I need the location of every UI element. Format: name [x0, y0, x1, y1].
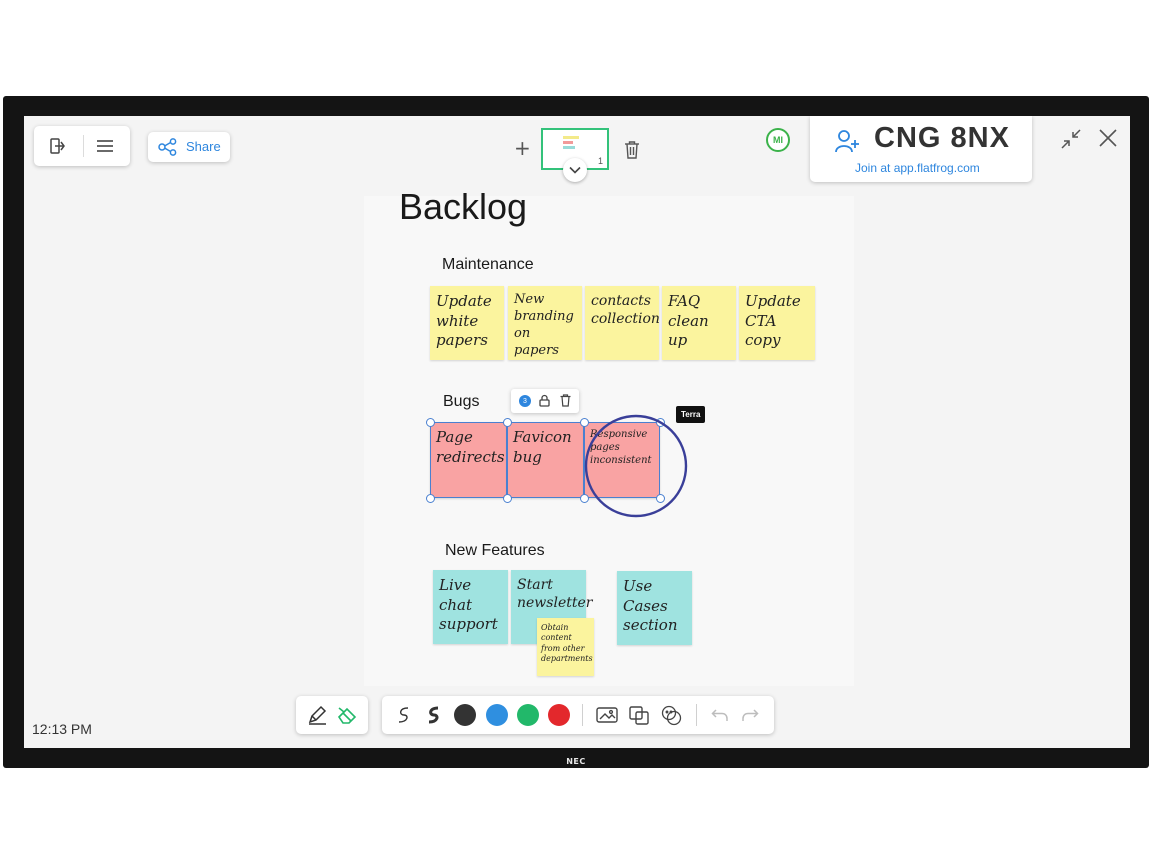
selection-divider	[583, 422, 585, 498]
tool-mode-toolbar	[296, 696, 368, 734]
color-blue[interactable]	[486, 704, 508, 726]
note-new-branding[interactable]: New branding on papers	[508, 286, 582, 360]
whiteboard-screen[interactable]: Share + 1 MI CNG 8NX Join at app.flatfro…	[24, 116, 1130, 748]
note-use-cases-section[interactable]: Use Cases section	[617, 571, 692, 645]
redo-button[interactable]	[738, 703, 762, 727]
share-button[interactable]: Share	[148, 132, 230, 162]
insert-image-button[interactable]	[594, 703, 620, 727]
sticker-icon	[661, 705, 682, 726]
drawing-toolbar	[382, 696, 774, 734]
exit-button[interactable]	[44, 134, 70, 158]
selection-handle[interactable]	[580, 494, 589, 503]
selection-outline	[430, 422, 660, 498]
board-title[interactable]: Backlog	[399, 186, 528, 227]
thick-stroke-icon	[428, 706, 439, 724]
selection-divider	[506, 422, 508, 498]
remote-cursor-label: Terra	[676, 406, 706, 423]
top-left-toolbar	[34, 126, 130, 166]
selection-handle[interactable]	[580, 418, 589, 427]
section-bugs[interactable]: Bugs	[443, 393, 480, 410]
note-contacts-collection[interactable]: contacts collection	[585, 286, 660, 360]
add-user-icon	[835, 130, 859, 153]
delete-page-button[interactable]	[622, 139, 642, 161]
selection-handle[interactable]	[503, 418, 512, 427]
note-faq-clean-up[interactable]: FAQ clean up	[662, 286, 736, 360]
selection-handle[interactable]	[426, 418, 435, 427]
note-live-chat-support[interactable]: Live chat support	[433, 570, 508, 644]
toolbar-divider	[83, 135, 84, 157]
undo-button[interactable]	[708, 703, 732, 727]
selection-handle[interactable]	[503, 494, 512, 503]
note-update-white-papers[interactable]: Update white papers	[430, 286, 504, 360]
minimize-icon	[1061, 129, 1081, 149]
thick-pen-button[interactable]	[422, 703, 446, 727]
chevron-down-icon	[569, 166, 581, 174]
thin-pen-button[interactable]	[392, 703, 416, 727]
add-page-button[interactable]: +	[514, 136, 531, 160]
thumbnail-notes	[563, 136, 579, 150]
note-page-redirects[interactable]: Page redirects	[430, 422, 506, 498]
page-number: 1	[597, 156, 603, 166]
pen-tool-button[interactable]	[304, 703, 330, 727]
close-icon	[1099, 129, 1117, 147]
selection-handle[interactable]	[426, 494, 435, 503]
trash-icon	[625, 141, 639, 159]
clock: 12:13 PM	[32, 721, 92, 737]
avatar-initials: MI	[773, 135, 783, 145]
color-red[interactable]	[548, 704, 570, 726]
eraser-tool-button[interactable]	[334, 703, 360, 727]
toolbar-divider	[582, 704, 583, 726]
image-icon	[596, 707, 618, 723]
pen-icon	[308, 705, 327, 725]
close-button[interactable]	[1096, 126, 1120, 150]
drawn-circle[interactable]	[580, 412, 692, 520]
menu-icon	[97, 140, 113, 152]
toolbar-divider	[696, 704, 697, 726]
share-icon	[158, 138, 177, 156]
section-maintenance[interactable]: Maintenance	[442, 256, 534, 273]
note-obtain-content[interactable]: Obtain content from other departments	[537, 618, 594, 676]
selection-count: 3	[523, 397, 527, 405]
undo-icon	[711, 709, 728, 721]
share-label: Share	[186, 139, 221, 154]
session-code: CNG 8NX	[874, 122, 1010, 154]
lock-icon[interactable]	[539, 394, 550, 407]
copy-icon	[629, 706, 649, 725]
thin-stroke-icon	[398, 707, 409, 723]
monitor-brand: NEC	[566, 757, 586, 766]
redo-icon	[742, 709, 759, 721]
sticker-button[interactable]	[658, 703, 684, 727]
trash-icon[interactable]	[560, 394, 571, 407]
note-update-cta-copy[interactable]: Update CTA copy	[739, 286, 815, 360]
duplicate-button[interactable]	[626, 703, 652, 727]
session-code-panel[interactable]: CNG 8NX Join at app.flatfrog.com	[810, 116, 1032, 182]
join-instructions: Join at app.flatfrog.com	[855, 161, 980, 175]
color-green[interactable]	[517, 704, 539, 726]
section-new-features[interactable]: New Features	[445, 542, 545, 559]
selection-count-badge[interactable]: 3	[519, 395, 531, 407]
page-expand-button[interactable]	[563, 158, 587, 182]
menu-button[interactable]	[92, 134, 118, 158]
user-avatar[interactable]: MI	[766, 128, 790, 152]
selection-handle[interactable]	[656, 494, 665, 503]
selection-toolbar: 3	[511, 389, 579, 413]
eraser-icon	[337, 707, 357, 724]
exit-icon	[50, 138, 65, 154]
color-black[interactable]	[454, 704, 476, 726]
note-favicon-bug[interactable]: Favicon bug	[507, 422, 583, 498]
minimize-button[interactable]	[1058, 126, 1084, 152]
